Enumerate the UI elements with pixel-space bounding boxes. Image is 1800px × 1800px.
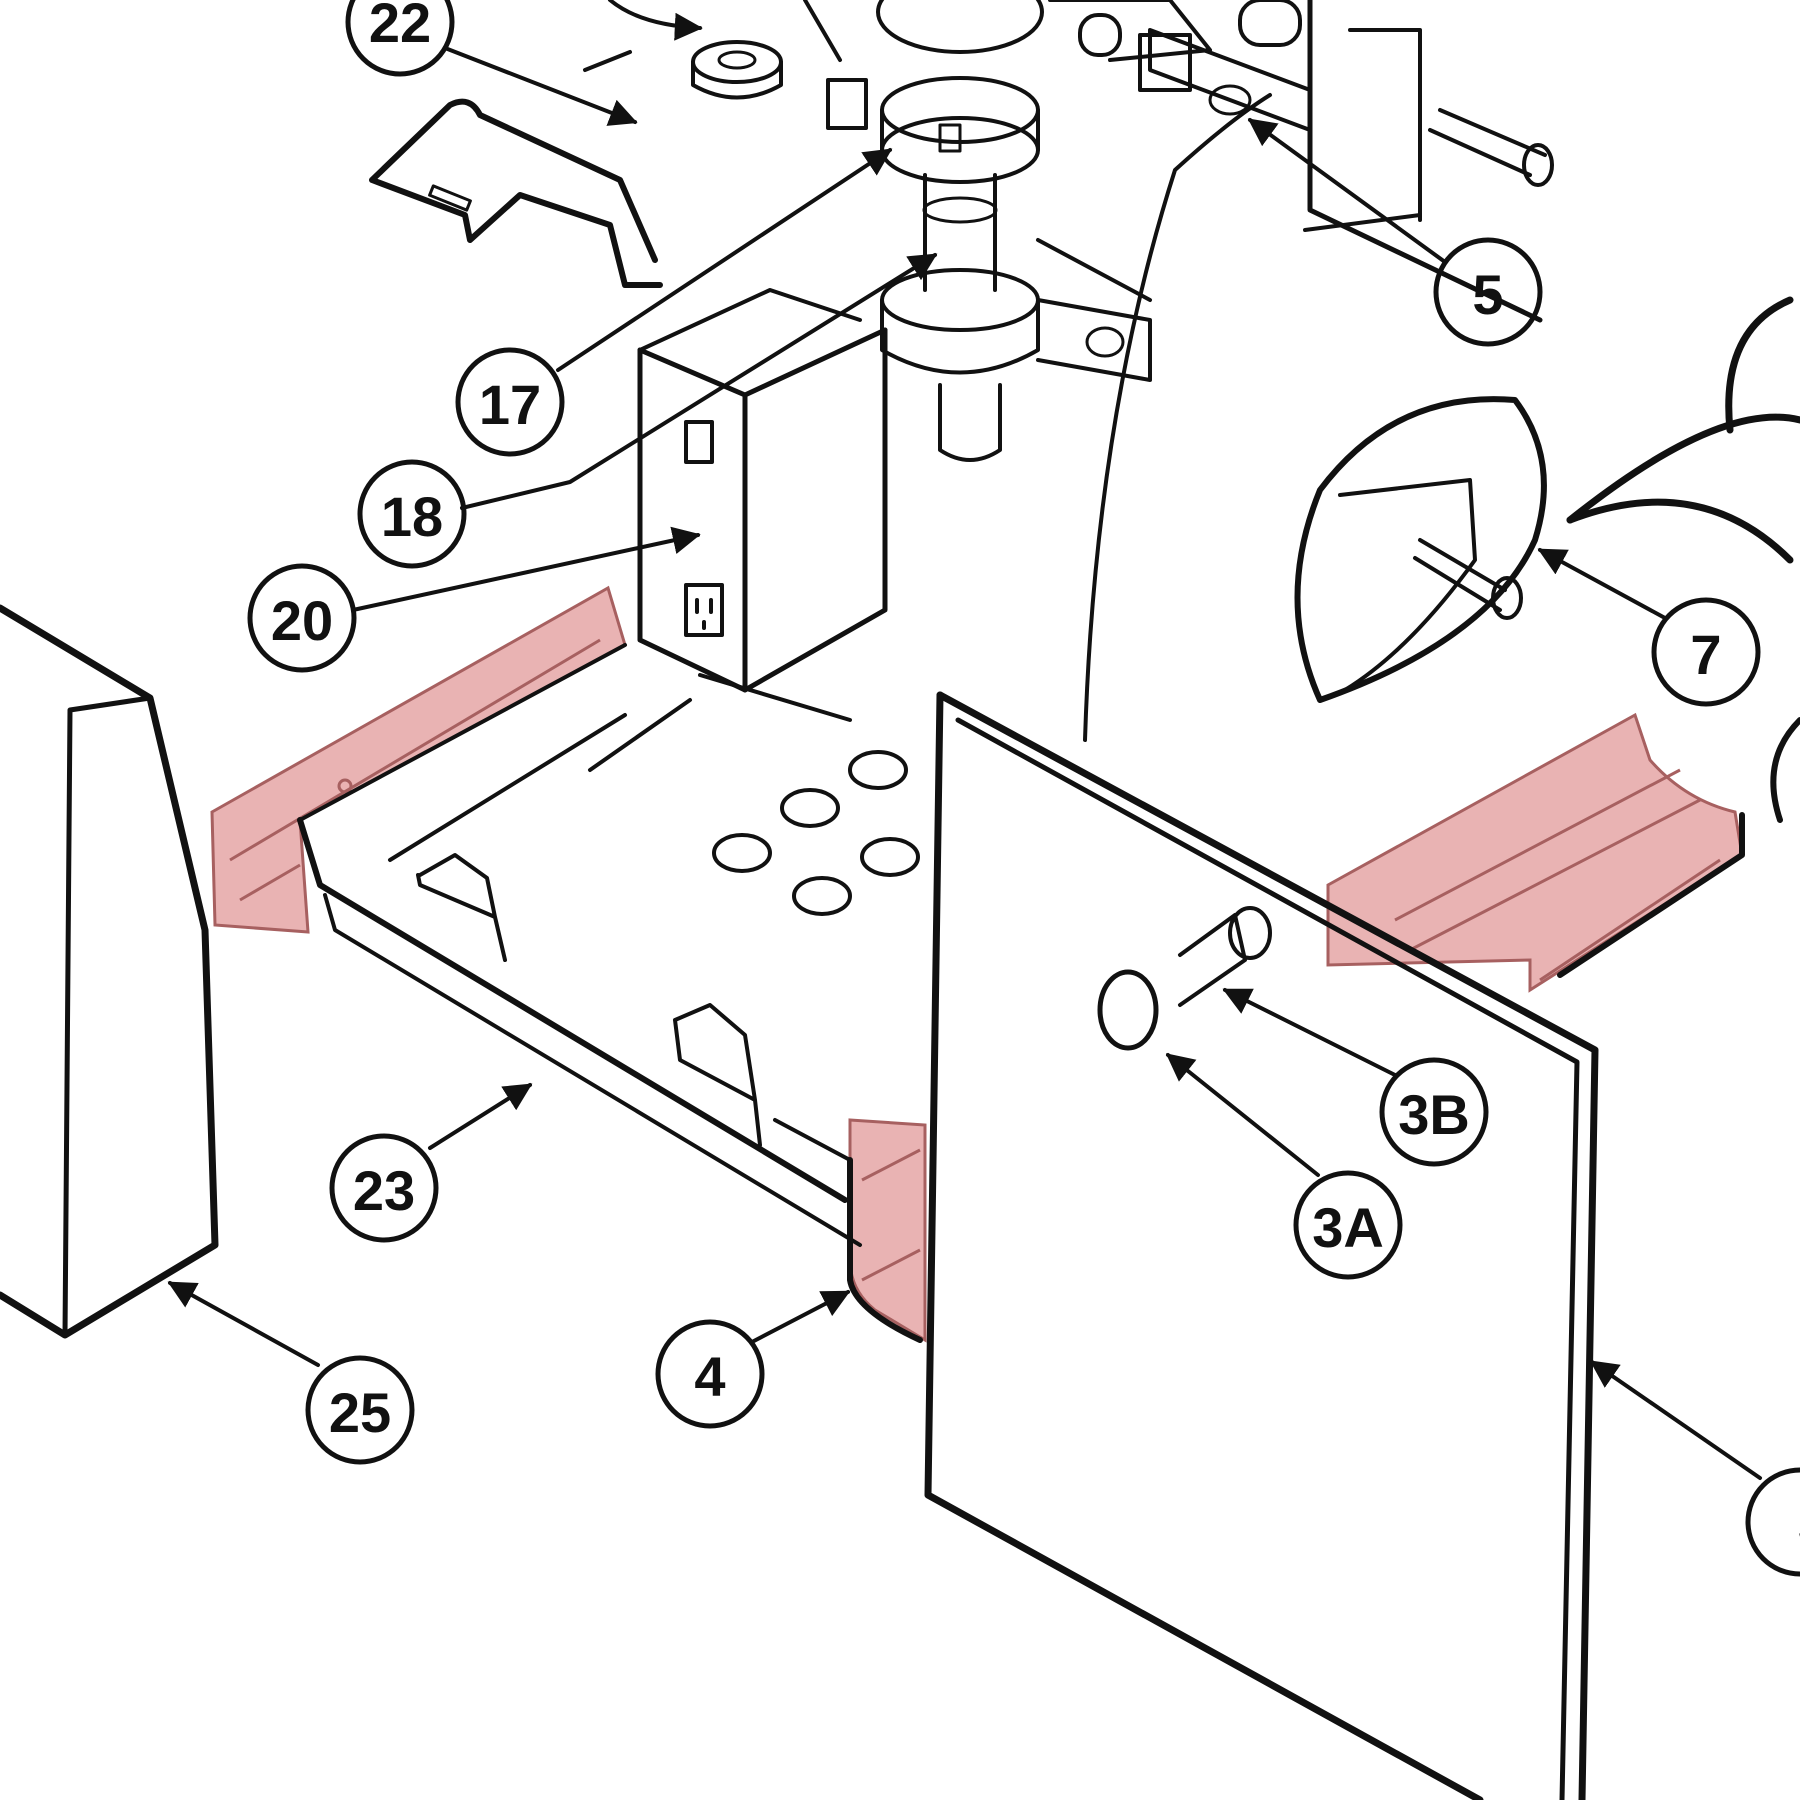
- callout-label: 17: [479, 373, 541, 436]
- callout-label: 3A: [1312, 1196, 1384, 1259]
- callout-3a: 3A: [1293, 1170, 1403, 1280]
- callout-label: 20: [271, 589, 333, 652]
- callout-3b: 3B: [1379, 1057, 1489, 1167]
- front-door-panel: [924, 691, 1599, 1800]
- callout-20: 20: [247, 563, 357, 673]
- callout-17: 17: [455, 347, 565, 457]
- bent-bracket: [369, 98, 663, 288]
- leader-lines: [167, 0, 1762, 1480]
- callout-23: 23: [329, 1133, 439, 1243]
- callout-5: 5: [1433, 237, 1543, 347]
- callout-7: 7: [1651, 597, 1761, 707]
- right-rail: [1326, 712, 1745, 993]
- callout-3: 3: [1745, 1467, 1800, 1577]
- callout-label: 7: [1690, 623, 1721, 686]
- callout-25: 25: [305, 1355, 415, 1465]
- callout-22: 22: [345, 0, 455, 77]
- callout-label: 4: [694, 1345, 725, 1408]
- callout-18: 18: [357, 459, 467, 569]
- upper-mechanism: [691, 0, 1554, 742]
- electrical-box: [637, 288, 888, 693]
- callout-label: 3: [1798, 1493, 1800, 1556]
- wheel-assembly: [1294, 296, 1800, 823]
- callout-label: 5: [1472, 263, 1503, 326]
- callout-label: 25: [329, 1381, 391, 1444]
- callout-label: 22: [369, 0, 431, 54]
- callout-label: 23: [353, 1159, 415, 1222]
- callout-label: 18: [381, 485, 443, 548]
- front-rail: [847, 1118, 927, 1343]
- callout-4: 4: [655, 1319, 765, 1429]
- base-plate: [388, 673, 920, 916]
- drawer-tray: [297, 643, 862, 1247]
- callout-label: 3B: [1398, 1083, 1470, 1146]
- left-side-panel: [0, 604, 219, 1339]
